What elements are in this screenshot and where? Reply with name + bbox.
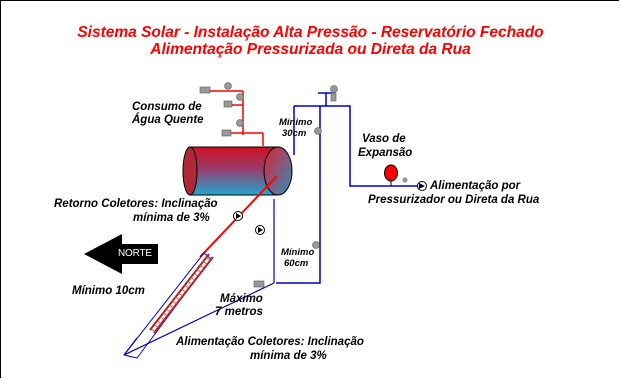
collector-fins xyxy=(150,256,211,333)
minimum-10-label: Mínimo 10cm xyxy=(72,285,145,297)
hot-water-outlet-pipes xyxy=(205,90,264,146)
minimum-60-label-1: Mínimo xyxy=(281,247,315,258)
minimum-60-label-2: 60cm xyxy=(284,258,309,269)
hot-water-tank xyxy=(182,146,293,196)
collector-tubes xyxy=(149,253,214,334)
expansion-vessel-icon xyxy=(384,164,408,186)
pump-icon xyxy=(233,211,265,235)
minimum-30-label-1: Mínimo xyxy=(279,117,313,128)
pressurized-supply-label-2: Pressurizador ou Direta da Rua xyxy=(368,194,540,206)
minimum-30-label-2: 30cm xyxy=(282,128,307,139)
title-line-2: Alimentação Pressurizada ou Direta da Ru… xyxy=(150,41,471,58)
maximum-label-2: 7 metros xyxy=(215,306,263,318)
collector-feed-label-1: Alimentação Coletores: Inclinação xyxy=(176,336,364,348)
valve-icon xyxy=(253,85,338,288)
collector-feed-label-2: mínima de 3% xyxy=(250,350,327,362)
pressurized-supply-label-1: Alimentação por xyxy=(430,180,521,192)
tap-icon xyxy=(199,82,244,137)
consumption-label-1: Consumo de xyxy=(132,101,202,113)
check-valve-icon xyxy=(417,181,427,191)
consumption-label-2: Água Quente xyxy=(132,114,204,126)
collector-return-label-1: Retorno Coletores: Inclinação xyxy=(54,198,218,210)
north-label: NORTE xyxy=(118,248,152,259)
collector-return-label-2: mínima de 3% xyxy=(133,212,210,224)
expansion-vessel-label-1: Vaso de xyxy=(362,133,406,145)
title-line-1: Sistema Solar - Instalação Alta Pressão … xyxy=(77,24,544,41)
expansion-vessel-label-2: Expansão xyxy=(358,147,413,159)
cold-water-pipes xyxy=(276,92,418,284)
maximum-label-1: Máximo xyxy=(220,293,263,305)
north-arrow-icon xyxy=(84,234,158,274)
